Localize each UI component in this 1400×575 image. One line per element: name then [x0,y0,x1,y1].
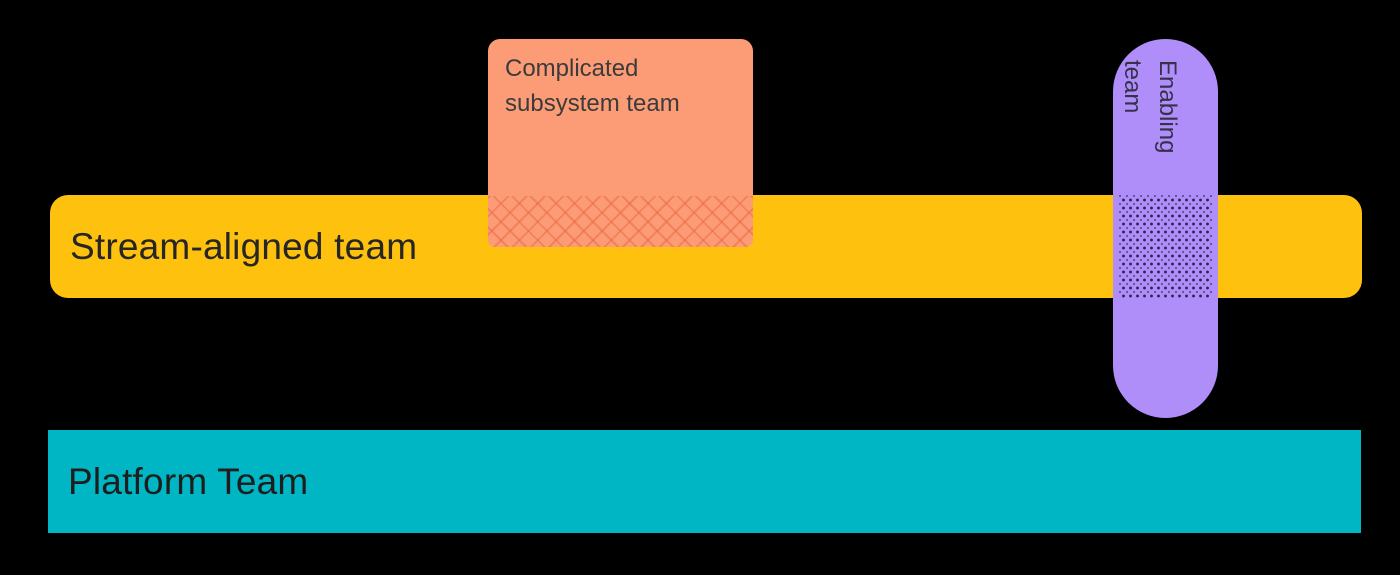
enabling-team-pill: Enabling team [1113,39,1218,418]
enabling-team-label: Enabling team [1119,60,1181,154]
dots-pattern-overlay [1119,195,1212,298]
complicated-subsystem-team-box: Complicated subsystem team [488,39,753,247]
crosshatch-pattern-overlay [488,196,753,247]
platform-team-label: Platform Team [68,460,309,502]
complicated-subsystem-team-label: Complicated subsystem team [505,55,680,117]
stream-aligned-team-label: Stream-aligned team [70,225,418,267]
platform-team-bar: Platform Team [48,430,1361,533]
